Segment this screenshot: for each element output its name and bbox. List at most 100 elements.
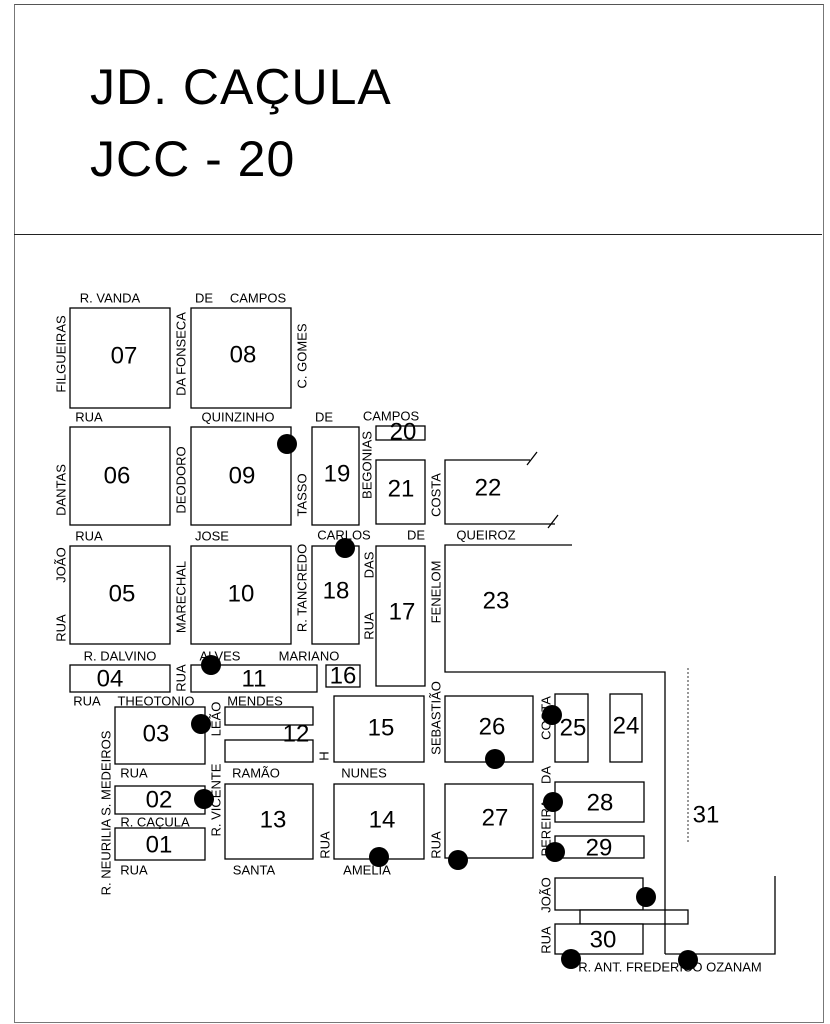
street-label-v: JOÃO [54,547,69,582]
block-27 [444,783,534,859]
block-30 [554,923,644,955]
street-label-h: CAMPOS [230,291,287,306]
block-label-08: 08 [230,342,257,369]
block-23-outline [444,544,666,954]
location-marker [485,749,505,769]
block-13 [224,783,314,860]
block-02 [114,785,206,815]
street-label-v: RUA [429,831,444,859]
block-label-10: 10 [228,581,255,608]
block-label-28: 28 [587,790,614,817]
block-label-12: 12 [283,721,310,748]
street-label-v: DAS [362,551,377,578]
block-19 [311,426,360,526]
block-label-15: 15 [368,715,395,742]
block-03 [114,706,206,765]
street-label-v: COSTA [429,473,444,517]
street-label-h: R. ANT. FREDERICO OZANAM [578,960,761,975]
block-07 [69,307,171,409]
street-label-v: RUA [174,664,189,692]
block-label-07: 07 [111,343,138,370]
block-09 [190,426,292,526]
block-01 [114,827,206,861]
street-label-v: PEREIRA [539,799,554,856]
header-frame [14,4,824,235]
location-marker [194,789,214,809]
street-label-v: BEGONIAS [360,431,375,499]
street-label-h: RUA [75,529,103,544]
block-label-17: 17 [389,599,416,626]
location-marker [542,705,562,725]
location-marker [335,538,355,558]
location-marker [678,950,698,970]
street-label-v: R. VICENTE [209,763,224,836]
street-label-h: R. CAÇULA [120,815,190,830]
street-label-h: SANTA [233,863,276,878]
block-31-outline [665,876,776,955]
block-12b [224,739,314,763]
block-28 [554,781,645,823]
block-label-19: 19 [324,461,351,488]
block-20 [375,425,426,441]
block-18 [311,545,360,645]
map-subtitle: JCC - 20 [90,131,296,187]
location-marker [201,655,221,675]
block-label-29: 29 [586,835,613,862]
block-05 [69,545,171,645]
header-divider [14,234,822,235]
street-label-v: RUA [318,831,333,859]
block-label-01: 01 [146,832,173,859]
block-10 [190,545,292,645]
street-label-v: MARECHAL [174,561,189,633]
street-label-v: DA [539,766,554,784]
street-label-v: R. NEURILIA S. MEDEIROS [99,730,114,895]
street-label-h: RAMÃO [232,766,280,781]
block-12a [224,706,314,726]
location-marker [636,887,656,907]
street-label-h: DE [407,528,425,543]
block-30-bar [579,909,689,925]
street-label-h: THEOTONIO [117,694,194,709]
block-label-30: 30 [590,927,617,954]
street-label-h: CAMPOS [363,409,420,424]
location-marker [191,714,211,734]
block-label-04: 04 [97,666,124,693]
block-16 [325,664,361,688]
block-17 [375,545,426,687]
block-22-break-bottom [547,514,559,529]
block-08 [190,307,292,409]
block-25 [554,693,589,763]
street-label-v: C. GOMES [295,323,310,388]
street-label-v: JOÃO [539,877,554,912]
block-label-13: 13 [260,807,287,834]
street-label-v: DEODORO [174,446,189,513]
block-label-05: 05 [109,581,136,608]
street-label-h: RUA [75,410,103,425]
block-label-02: 02 [146,787,173,814]
block-label-25: 25 [560,715,587,742]
map-title: JD. CAÇULA [90,59,392,115]
street-label-h: RUA [73,694,101,709]
block-label-03: 03 [143,721,170,748]
street-label-h: QUINZINHO [202,410,275,425]
street-label-h: JOSE [195,529,229,544]
street-label-v: RUA [539,926,554,954]
street-label-v: H [317,751,332,760]
block-label-24: 24 [613,713,640,740]
street-label-v: RUA [54,614,69,642]
block-label-18: 18 [323,578,350,605]
block-21 [375,459,426,525]
block-label-26: 26 [479,714,506,741]
street-label-v: FILGUEIRAS [54,315,69,393]
location-marker [545,842,565,862]
street-label-h: NUNES [341,766,387,781]
street-label-v: LEÃO [209,702,224,737]
block-30-top [554,877,644,911]
map-frame [14,234,824,1023]
block-label-16: 16 [330,663,357,690]
street-label-v: R. TANCREDO [295,544,310,632]
location-marker [561,949,581,969]
location-marker [277,434,297,454]
street-label-v: DA FONSECA [174,312,189,396]
